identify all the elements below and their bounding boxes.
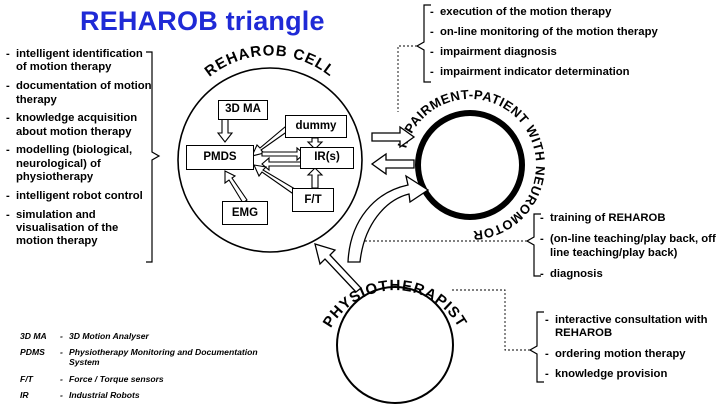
bottom-right-bracket [528, 311, 544, 383]
bottom-connector [452, 289, 530, 351]
physio-to-cell-arrow [314, 243, 362, 293]
legend-row: 3D MA - 3D Motion Analyser [20, 331, 289, 341]
list-item: simulation and visualisation of the moti… [4, 209, 152, 249]
legend-abbr: 3D MA [20, 331, 47, 341]
list-item: on-line monitoring of the motion therapy [428, 26, 720, 40]
legend-def: 3D Motion Analyser [69, 331, 149, 341]
list-item: training of REHAROB [538, 212, 718, 226]
emg-box: EMG [222, 201, 268, 225]
list-item: intelligent robot control [4, 190, 152, 204]
list-item: documentation of motion therapy [4, 80, 152, 107]
list-item: knowledge acquisition about motion thera… [4, 112, 152, 139]
list-item: diagnosis [538, 268, 718, 282]
irs-box: IR(s) [300, 147, 354, 169]
legend-dash: - [60, 389, 63, 400]
dummy-box: dummy [285, 115, 347, 138]
legend-row: PDMS - Physiotherapy Monitoring and Docu… [20, 347, 289, 367]
left-bracket [146, 51, 161, 263]
list-item: modelling (biological, neurological) of … [4, 144, 152, 184]
list-item: knowledge provision [543, 368, 721, 382]
abbreviation-legend: 3D MA - 3D Motion Analyser PDMS - Physio… [20, 331, 289, 406]
top-right-bracket [415, 4, 431, 83]
pmds-box: PMDS [186, 145, 254, 170]
ft-box: F/T [292, 188, 334, 212]
list-item: impairment indicator determination [428, 66, 720, 80]
cell-functions-list: intelligent identification of motion the… [4, 48, 152, 254]
patient-functions-list: execution of the motion therapy on-line … [428, 6, 720, 86]
legend-abbr: F/T [20, 373, 33, 384]
cell-to-patient-arrow [371, 125, 416, 149]
page-title: REHAROB triangle [80, 6, 325, 36]
cell-label: REHAROB CELL [202, 42, 339, 80]
legend-dash: - [60, 331, 63, 341]
list-item: interactive consultation with REHAROB [543, 314, 721, 341]
physiotherapist-circle [336, 286, 454, 404]
3d-ma-box: 3D MA [218, 100, 268, 120]
list-item: impairment diagnosis [428, 46, 720, 60]
training-functions-list: training of REHAROB (on-line teaching/pl… [538, 212, 718, 290]
legend-def: Force / Torque sensors [69, 373, 164, 384]
cell-internal-arrows [216, 117, 324, 204]
list-item: ordering motion therapy [543, 348, 721, 362]
legend-abbr: PDMS [20, 347, 45, 358]
top-connector [397, 45, 417, 112]
patient-circle [415, 110, 525, 220]
physio-to-patient-arrow [347, 174, 430, 263]
legend-dash: - [60, 373, 63, 384]
list-item: intelligent identification of motion the… [4, 48, 152, 75]
legend-dash: - [60, 347, 63, 358]
list-item: (on-line teaching/play back, off line te… [538, 233, 718, 260]
list-item: execution of the motion therapy [428, 6, 720, 20]
physiotherapist-functions-list: interactive consultation with REHAROB or… [543, 314, 721, 389]
legend-def: Physiotherapy Monitoring and Documentati… [69, 347, 258, 368]
legend-row: IR - Industrial Robots [20, 390, 289, 400]
legend-row: F/T - Force / Torque sensors [20, 374, 289, 384]
reharob-cell-circle [177, 67, 363, 253]
legend-abbr: IR [20, 389, 29, 400]
legend-def: Industrial Robots [69, 389, 140, 400]
mid-right-bracket [525, 213, 541, 277]
patient-to-cell-arrow [370, 152, 415, 176]
